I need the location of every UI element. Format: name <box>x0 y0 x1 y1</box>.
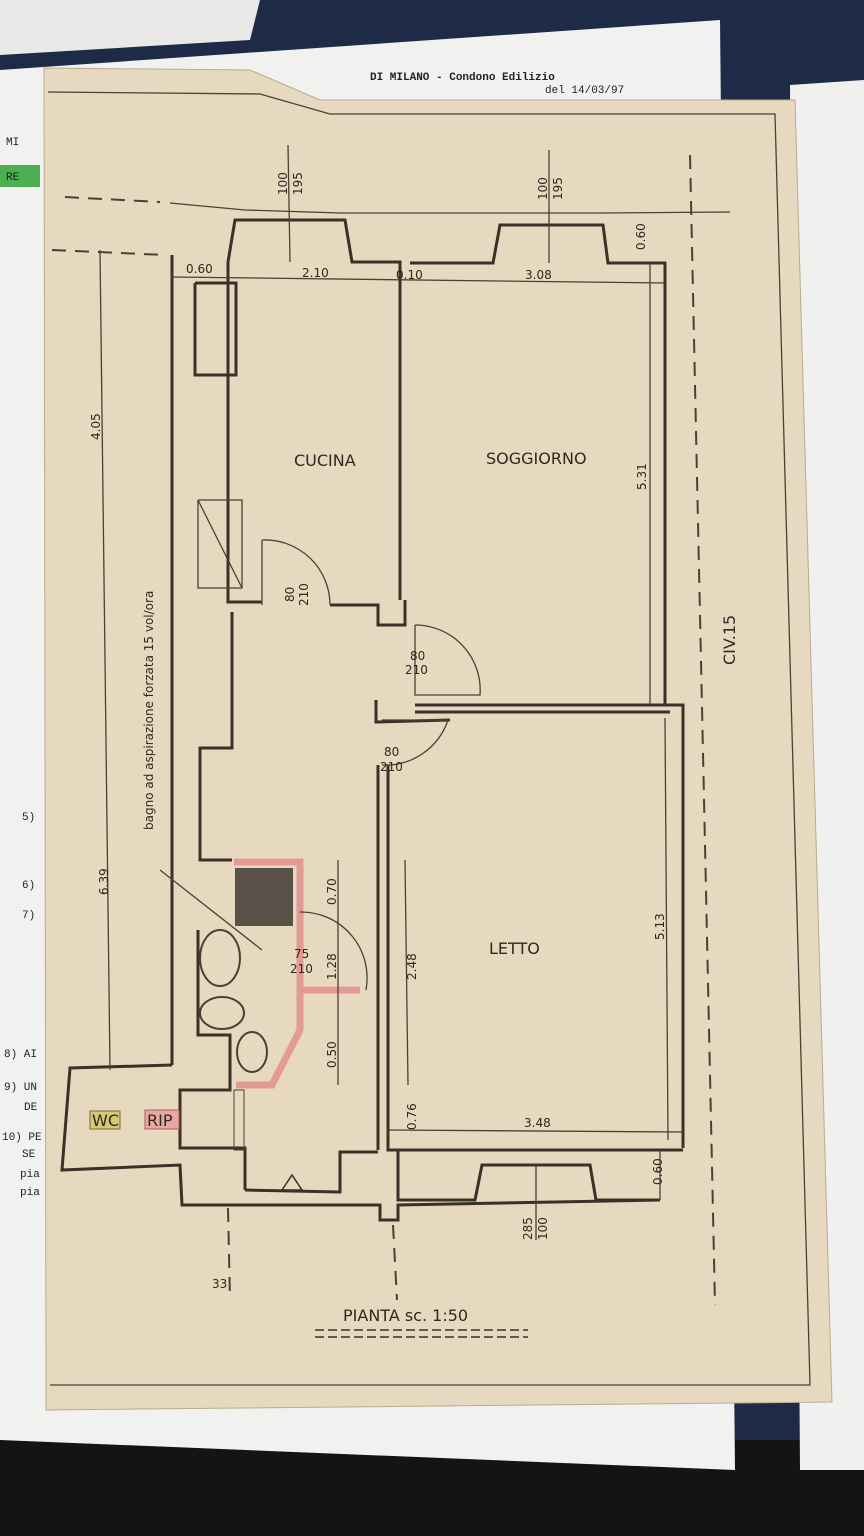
svg-text:MI: MI <box>6 137 19 149</box>
bidet-icon <box>199 996 245 1030</box>
svg-text:0.76: 0.76 <box>405 1103 419 1130</box>
svg-text:7): 7) <box>22 910 35 922</box>
ventilation-duct <box>233 1089 245 1151</box>
svg-text:80: 80 <box>384 745 399 759</box>
dimension-labels: 0.60 2.10 0.10 3.08 0.60 4.05 5.31 6.39 … <box>89 223 667 1291</box>
sink-icon <box>199 929 241 987</box>
svg-text:210: 210 <box>297 583 311 606</box>
sheet-border <box>47 91 811 1386</box>
shower-tray <box>235 868 293 926</box>
rip-tag <box>144 1109 180 1130</box>
room-label-living: SOGGIORNO <box>486 449 587 468</box>
svg-text:75: 75 <box>294 947 309 961</box>
svg-text:0.50: 0.50 <box>325 1041 339 1068</box>
svg-text:33: 33 <box>212 1277 227 1291</box>
svg-text:8) AI: 8) AI <box>4 1049 37 1061</box>
door-label-bathroom: 75 210 <box>290 947 313 976</box>
window-label-kitchen: 100 195 <box>276 172 305 195</box>
top-paper-corner <box>0 0 260 55</box>
svg-text:195: 195 <box>291 172 305 195</box>
svg-text:RE: RE <box>6 172 20 184</box>
svg-text:9) UN: 9) UN <box>4 1082 37 1094</box>
svg-text:2.48: 2.48 <box>405 953 419 980</box>
svg-text:210: 210 <box>290 962 313 976</box>
form-left-fragments: MI RE 5) 6) 7) 8) AI 9) UN DE 10) PE SE … <box>2 137 42 1199</box>
room-label-bedroom: LETTO <box>489 939 540 958</box>
entrance-arrow-icon <box>280 1173 304 1191</box>
window-label-bedroom: 285 100 <box>521 1217 550 1240</box>
facade-lines <box>51 154 731 1306</box>
walls <box>60 218 685 1222</box>
door-label-living: 80 210 <box>405 649 428 677</box>
svg-text:5.13: 5.13 <box>653 913 667 940</box>
svg-text:0.60: 0.60 <box>186 262 213 276</box>
room-label-kitchen: CUCINA <box>294 451 356 470</box>
svg-text:2.10: 2.10 <box>302 266 329 280</box>
toilet-icon <box>236 1031 268 1073</box>
svg-text:4.05: 4.05 <box>89 413 103 440</box>
form-date: del 14/03/97 <box>545 85 624 97</box>
svg-text:0.60: 0.60 <box>651 1158 665 1185</box>
door-swings <box>261 539 481 991</box>
svg-text:SE: SE <box>22 1149 36 1161</box>
plan-title: PIANTA sc. 1:50 <box>343 1306 468 1325</box>
svg-text:6): 6) <box>22 880 35 892</box>
svg-text:3.48: 3.48 <box>524 1116 551 1130</box>
svg-text:DE: DE <box>24 1102 38 1114</box>
street-number: CIV.15 <box>720 615 739 665</box>
svg-text:6.39: 6.39 <box>97 868 111 895</box>
svg-text:5): 5) <box>22 812 35 824</box>
green-highlight <box>0 165 40 187</box>
svg-text:195: 195 <box>551 177 565 200</box>
bathroom-walls <box>199 858 360 1151</box>
svg-text:100: 100 <box>536 177 550 200</box>
svg-text:5.31: 5.31 <box>635 463 649 490</box>
door-label-kitchen: 80 210 <box>283 583 311 606</box>
room-label-storage: RIP <box>147 1111 173 1130</box>
svg-text:0.60: 0.60 <box>634 223 648 250</box>
window-label-living: 100 195 <box>536 177 565 200</box>
svg-text:10) PE: 10) PE <box>2 1132 42 1144</box>
svg-text:210: 210 <box>380 760 403 774</box>
room-label-wc: WC <box>92 1111 119 1130</box>
svg-text:0.10: 0.10 <box>396 268 423 282</box>
bathroom-ventilation-note: bagno ad aspirazione forzata 15 vol/ora <box>142 591 156 830</box>
svg-text:80: 80 <box>283 587 297 602</box>
door-label-bedroom: 80 210 <box>380 745 403 774</box>
wc-tag <box>89 1110 121 1130</box>
svg-text:0.70: 0.70 <box>325 878 339 905</box>
svg-text:pia: pia <box>20 1169 40 1181</box>
dimension-lines <box>99 144 684 1301</box>
svg-text:3.08: 3.08 <box>525 268 552 282</box>
svg-text:210: 210 <box>405 663 428 677</box>
svg-text:1.28: 1.28 <box>325 953 339 980</box>
form-header: DI MILANO - Condono Edilizio <box>370 72 555 84</box>
svg-text:100: 100 <box>536 1217 550 1240</box>
svg-text:80: 80 <box>410 649 425 663</box>
svg-text:100: 100 <box>276 172 290 195</box>
svg-text:pia: pia <box>20 1187 40 1199</box>
svg-text:285: 285 <box>521 1217 535 1240</box>
